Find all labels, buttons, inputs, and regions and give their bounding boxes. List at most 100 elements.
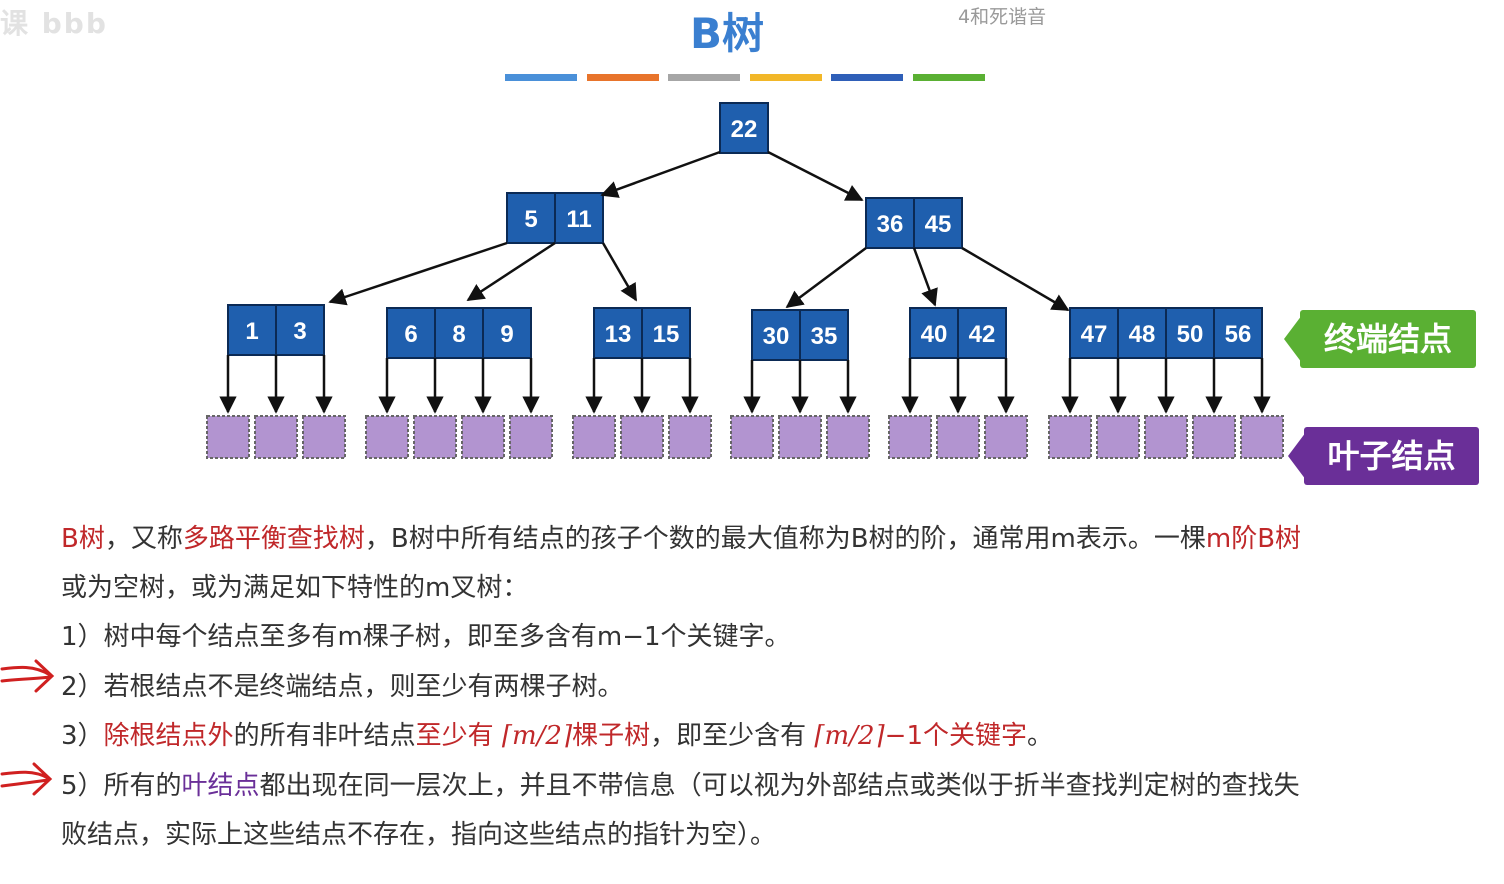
node-level2: 40 42 xyxy=(909,307,1007,359)
key-cell xyxy=(909,307,959,359)
key-cell xyxy=(554,192,604,244)
term-at-least: 至少有 xyxy=(415,721,494,751)
node-key: 11 xyxy=(566,206,591,233)
key-cell xyxy=(1117,307,1167,359)
terminal-tag-pointer xyxy=(1284,315,1302,363)
pointer-arrow xyxy=(601,242,638,302)
hand-drawn-arrow-icon xyxy=(0,659,55,693)
node-key: 6 xyxy=(404,321,417,348)
color-bar xyxy=(668,74,740,81)
key-cell xyxy=(1069,307,1119,359)
hand-drawn-arrow-icon xyxy=(0,762,53,796)
pointer-arrow xyxy=(785,246,867,309)
key-cell xyxy=(799,309,849,361)
term-multiway: 多路平衡查找树 xyxy=(182,524,365,554)
color-bar xyxy=(749,74,822,81)
definition-line-2: 或为空树，或为满足如下特性的m叉树： xyxy=(61,573,529,603)
node-key: 42 xyxy=(969,321,996,348)
color-bar xyxy=(586,74,659,81)
text-seg: 的所有非叶结点 xyxy=(233,721,416,751)
ceil-m-half: ⌈m/2⌉ xyxy=(501,721,573,751)
node-key: 15 xyxy=(653,321,680,348)
pointer-arrow xyxy=(767,150,864,202)
node-key: 36 xyxy=(877,211,904,238)
property-1: 1）树中每个结点至多有m棵子树，即至多含有m−1个关键字。 xyxy=(61,622,791,652)
leaf-null-node xyxy=(730,415,774,459)
node-key: 30 xyxy=(763,323,790,350)
key-cell xyxy=(1165,307,1215,359)
key-cell xyxy=(957,307,1007,359)
term-m-order: m阶B树 xyxy=(1205,524,1302,554)
node-key: 48 xyxy=(1129,321,1156,348)
leaf-null-node xyxy=(413,415,457,459)
leaf-null-node xyxy=(509,415,553,459)
watermark-right: 4和死谐音 xyxy=(958,6,1047,28)
term-leaf-node: 叶结点 xyxy=(181,771,260,801)
pointer-arrow xyxy=(961,246,1070,312)
leaf-null-node xyxy=(1240,415,1284,459)
node-key: 35 xyxy=(811,323,838,350)
node-key: 56 xyxy=(1225,321,1252,348)
key-cell xyxy=(751,309,801,361)
color-bar xyxy=(505,74,577,81)
text-seg: 。 xyxy=(1026,721,1053,751)
text-seg: 5）所有的 xyxy=(61,771,182,801)
leaf-null-node xyxy=(826,415,870,459)
leaf-null-node xyxy=(936,415,980,459)
key-cell xyxy=(482,307,532,359)
leaf-tag-pointer xyxy=(1288,432,1306,480)
key-cell xyxy=(719,102,769,154)
leaf-null-node xyxy=(461,415,505,459)
term-except-root: 除根结点外 xyxy=(103,721,234,751)
term-subtrees: 棵子树 xyxy=(572,721,651,751)
node-key: 9 xyxy=(500,321,513,348)
pointer-arrow xyxy=(466,241,556,302)
node-key: 3 xyxy=(293,318,306,345)
leaf-node-label: 叶子结点 xyxy=(1304,427,1479,485)
term-keys: −1个关键字 xyxy=(884,721,1027,751)
key-cell xyxy=(913,197,963,249)
property-2: 2）若根结点不是终端结点，则至少有两棵子树。 xyxy=(61,672,624,702)
leaf-null-node xyxy=(668,415,712,459)
key-cell xyxy=(275,304,325,356)
leaf-null-node xyxy=(572,415,616,459)
node-key: 1 xyxy=(245,318,258,345)
leaf-null-node xyxy=(365,415,409,459)
node-level2: 13 15 xyxy=(593,307,691,359)
leaf-null-node xyxy=(302,415,346,459)
leaf-null-node xyxy=(1096,415,1140,459)
node-key: 5 xyxy=(524,206,537,233)
leaf-null-node xyxy=(984,415,1028,459)
pointer-arrow xyxy=(600,150,721,198)
leaf-null-node xyxy=(620,415,664,459)
node-key: 50 xyxy=(1177,321,1204,348)
terminal-node-label: 终端结点 xyxy=(1300,310,1476,368)
leaf-null-node xyxy=(254,415,298,459)
property-3: 3）除根结点外的所有非叶结点至少有 ⌈m/2⌉棵子树，即至少含有 ⌈m/2⌉−1… xyxy=(61,715,1053,752)
text-seg: ，即至少含有 xyxy=(650,721,807,751)
slide-title: B树 xyxy=(690,9,765,58)
node-key: 22 xyxy=(731,116,758,143)
key-cell xyxy=(641,307,691,359)
leaf-null-node xyxy=(888,415,932,459)
color-bar xyxy=(831,74,903,81)
node-key: 13 xyxy=(605,321,632,348)
ceil-m-half-2: ⌈m/2⌉ xyxy=(814,721,885,751)
property-5: 5）所有的叶结点都出现在同一层次上，并且不带信息（可以视为外部结点或类似于折半查… xyxy=(61,765,1300,802)
text-seg: ，B树中所有结点的孩子个数的最大值称为B树的阶，通常用m表示。一棵 xyxy=(364,524,1206,554)
pointer-arrow xyxy=(912,247,938,307)
text-seg: 3） xyxy=(61,721,104,751)
definition-line-1: B树，又称多路平衡查找树，B树中所有结点的孩子个数的最大值称为B树的阶，通常用m… xyxy=(61,518,1301,555)
key-cell xyxy=(1213,307,1263,359)
node-key: 40 xyxy=(921,321,948,348)
leaf-null-node xyxy=(206,415,250,459)
text-seg: ，又称 xyxy=(104,524,183,554)
property-5-continued: 败结点，实际上这些结点不存在，指向这些结点的指针为空）。 xyxy=(61,820,777,850)
leaf-null-node xyxy=(1192,415,1236,459)
node-level1: 5 11 xyxy=(506,192,604,244)
